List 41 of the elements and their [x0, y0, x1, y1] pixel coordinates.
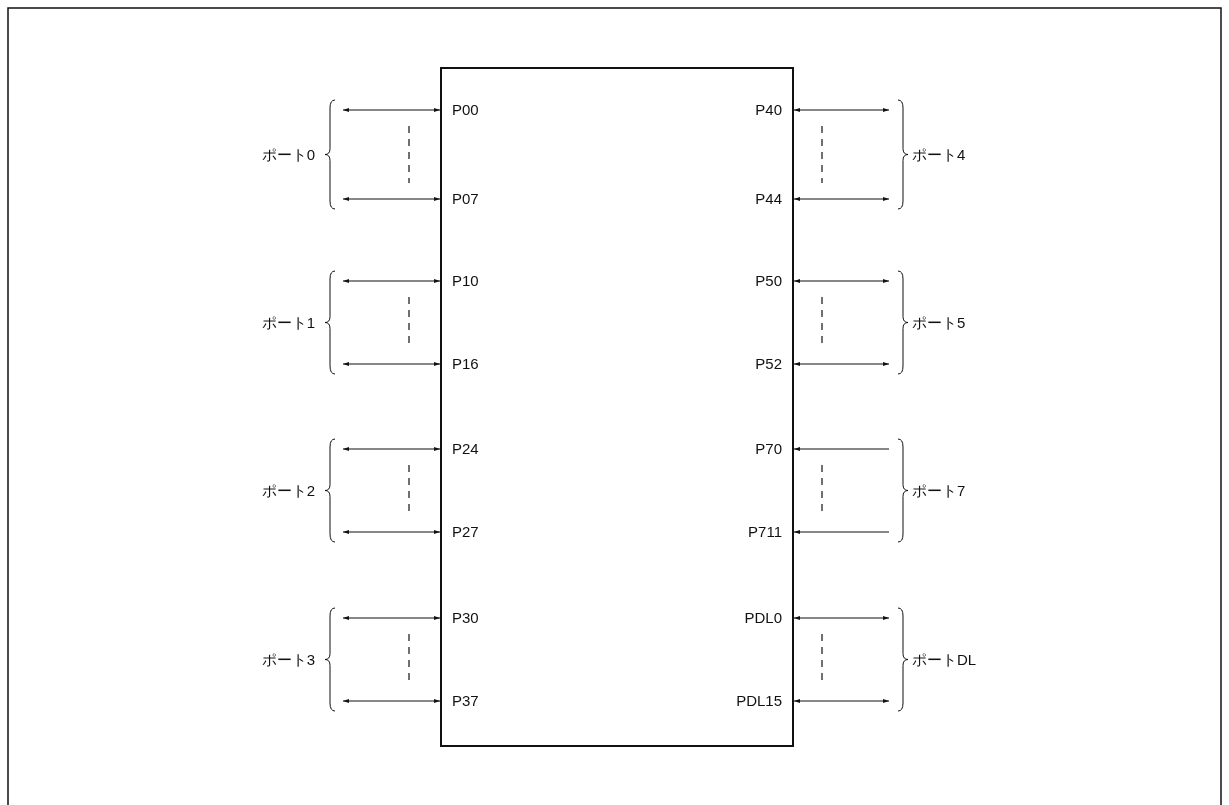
port-label: ポート3	[261, 650, 315, 669]
signal-arrow	[793, 196, 890, 202]
pin-label: PDL15	[736, 692, 782, 710]
port-label: ポート7	[912, 481, 966, 500]
chip-package	[440, 67, 794, 747]
pin-label: P10	[452, 272, 479, 290]
pin-label: P50	[755, 272, 782, 290]
pin-label: P40	[755, 101, 782, 119]
port-label: ポート5	[912, 313, 966, 332]
signal-arrow	[793, 361, 890, 367]
signal-arrow	[342, 698, 441, 704]
pin-label: P27	[452, 523, 479, 541]
port-label: ポート1	[261, 313, 315, 332]
signal-arrow	[342, 615, 441, 621]
pin-label: P30	[452, 609, 479, 627]
pin-label: P24	[452, 440, 479, 458]
pin-label: P00	[452, 101, 479, 119]
port-label: ポート4	[912, 145, 966, 164]
signal-arrow	[342, 529, 441, 535]
signal-arrow	[342, 361, 441, 367]
port-label: ポート2	[261, 481, 315, 500]
pin-label: P44	[755, 190, 782, 208]
port-label: ポート0	[261, 145, 315, 164]
signal-arrow	[342, 107, 441, 113]
pin-label: P16	[452, 355, 479, 373]
pin-label: P07	[452, 190, 479, 208]
pin-label: P70	[755, 440, 782, 458]
port-label: ポートDL	[912, 650, 977, 669]
signal-arrow	[342, 446, 441, 452]
signal-arrow	[793, 698, 890, 704]
signal-arrow	[793, 278, 890, 284]
signal-arrow	[793, 615, 890, 621]
pin-label: P37	[452, 692, 479, 710]
pin-label: P711	[748, 523, 782, 541]
signal-arrow	[342, 196, 441, 202]
pin-label: P52	[755, 355, 782, 373]
signal-arrow	[793, 107, 890, 113]
signal-arrow	[342, 278, 441, 284]
signal-arrow	[793, 529, 890, 535]
signal-arrow	[793, 446, 890, 452]
pin-label: PDL0	[744, 609, 782, 627]
